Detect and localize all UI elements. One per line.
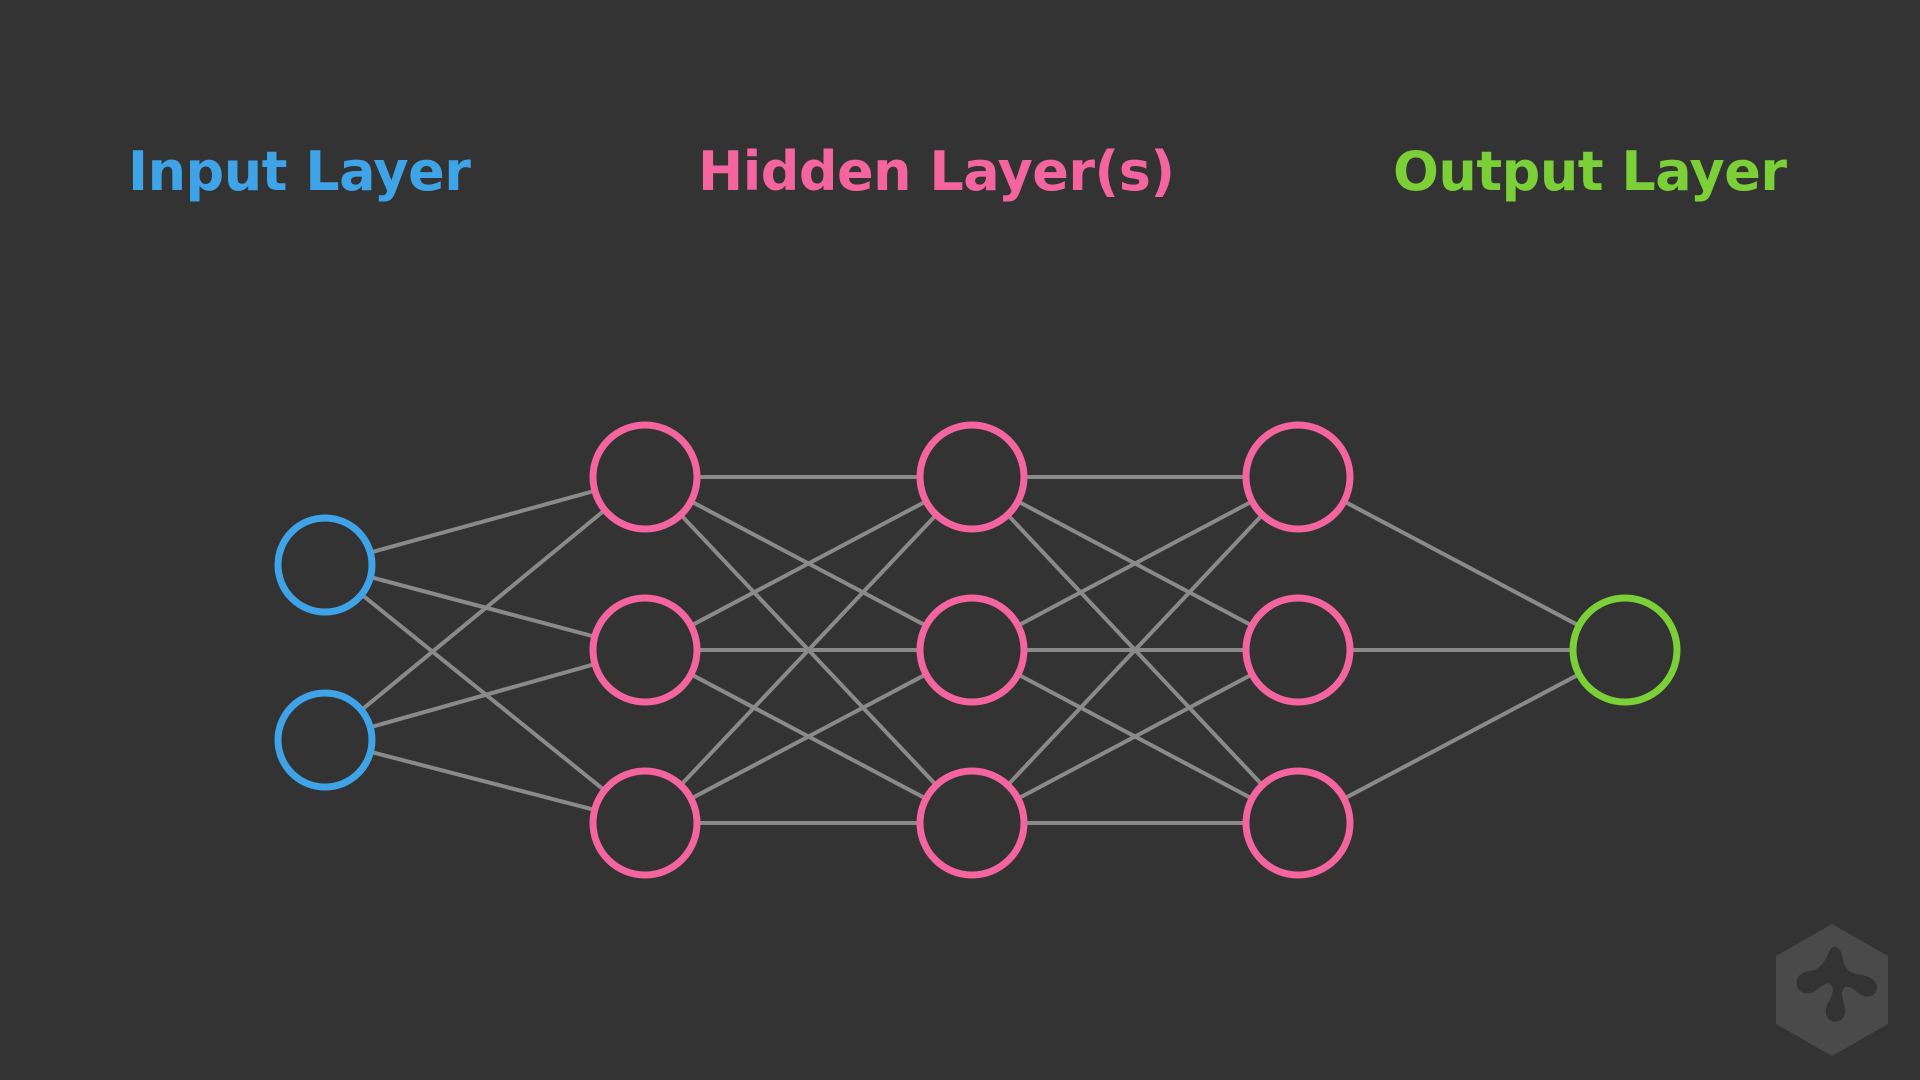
- hexagon-neuron-logo-icon: [1776, 924, 1888, 1056]
- network-edge: [369, 488, 596, 555]
- network-edge: [1343, 672, 1580, 801]
- network-node-h1_1[interactable]: [589, 421, 701, 533]
- network-node-o1[interactable]: [1569, 594, 1681, 706]
- network-node-h3_1[interactable]: [1242, 421, 1354, 533]
- network-edge: [679, 513, 938, 787]
- edges-group: [360, 475, 1580, 825]
- network-node-h2_2[interactable]: [916, 594, 1028, 706]
- network-edge: [360, 592, 606, 792]
- network-node-h1_3[interactable]: [589, 767, 701, 879]
- network-node-i2[interactable]: [274, 689, 376, 791]
- network-edge: [1006, 513, 1264, 787]
- network-node-h2_1[interactable]: [916, 421, 1028, 533]
- network-node-h3_2[interactable]: [1242, 594, 1354, 706]
- network-edge: [369, 749, 596, 812]
- output-layer-label: Output Layer: [1393, 140, 1787, 203]
- network-edge: [369, 575, 596, 639]
- input-layer-label: Input Layer: [128, 140, 471, 203]
- network-edge: [360, 508, 607, 712]
- network-edge: [1343, 499, 1580, 628]
- network-node-h1_2[interactable]: [589, 594, 701, 706]
- network-edge: [690, 499, 927, 628]
- network-node-i1[interactable]: [274, 514, 376, 616]
- nodes-group: [274, 421, 1681, 879]
- network-edge: [1016, 499, 1254, 628]
- hidden-layer-label: Hidden Layer(s): [698, 140, 1175, 203]
- network-node-h3_3[interactable]: [1242, 767, 1354, 879]
- network-node-h2_3[interactable]: [916, 767, 1028, 879]
- network-edge: [690, 672, 927, 801]
- network-edge: [1016, 672, 1254, 801]
- network-edge: [369, 662, 596, 730]
